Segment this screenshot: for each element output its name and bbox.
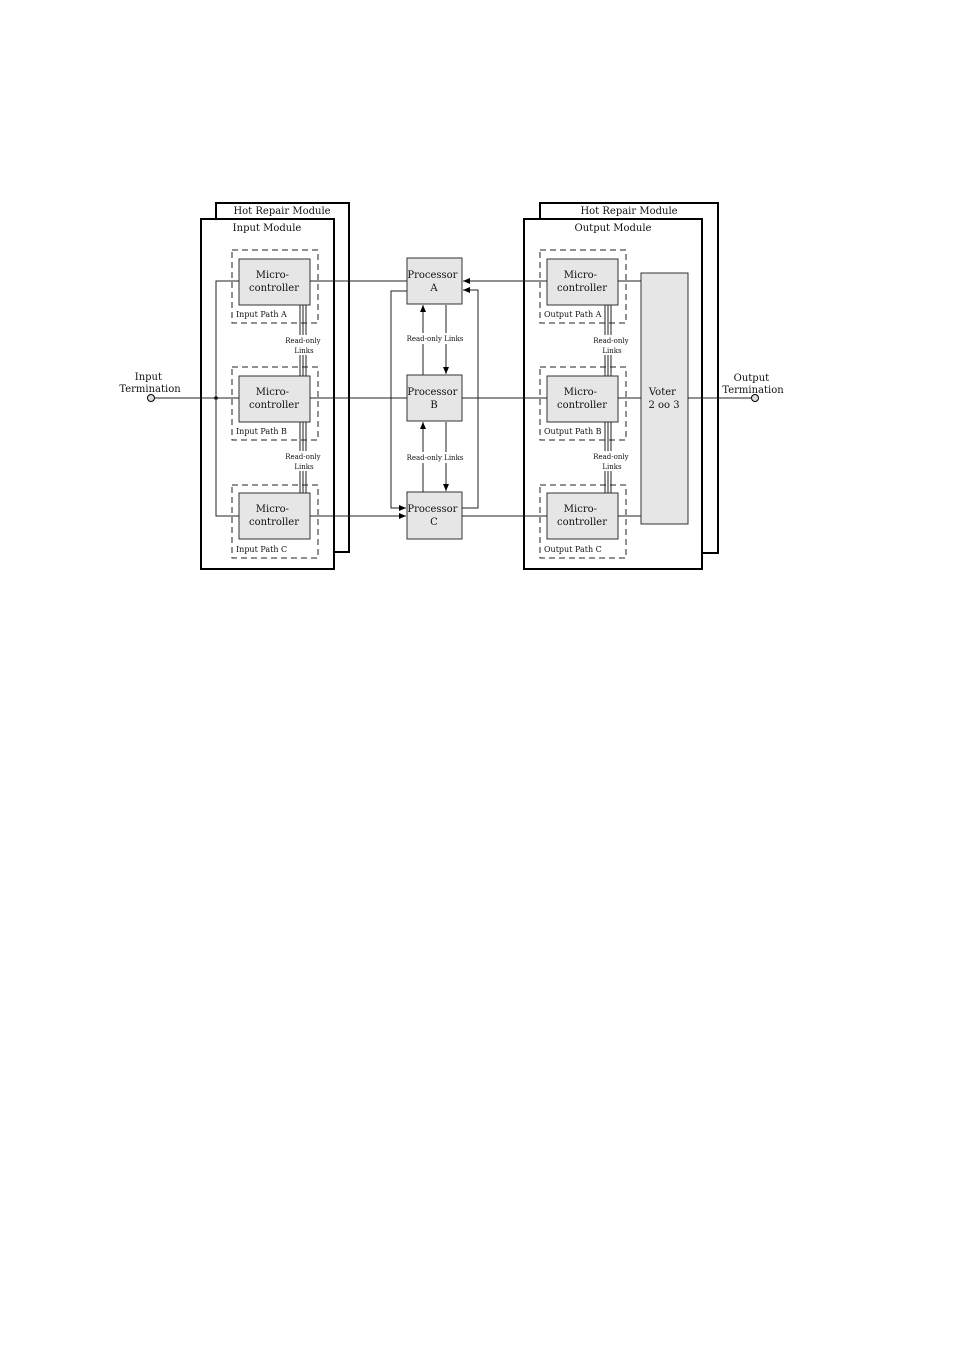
input-mc-a-text: Micro- controller <box>249 270 299 294</box>
input-microcontroller-c <box>238 492 311 540</box>
proc-links-ab-label: Read-only Links <box>407 335 464 343</box>
input-path-c-boundary <box>231 484 319 559</box>
output-mc-a-text: Micro- controller <box>557 270 607 294</box>
output-path-c-label: Output Path C <box>544 545 602 554</box>
input-path-c-label: Input Path C <box>236 545 287 554</box>
output-links-bc-bg <box>595 451 629 471</box>
voter-2oo3 <box>640 272 689 525</box>
output-path-a-boundary <box>539 249 627 324</box>
processor-a-label: Processor A <box>407 270 460 294</box>
input-links-ab-bg <box>288 335 322 355</box>
wire-loop-c-to-a <box>462 287 479 509</box>
input-links-bc-bg <box>288 451 322 471</box>
processor-b-label: Processor B <box>407 387 460 411</box>
output-links-bc-label: Read-only Links <box>593 453 631 471</box>
proc-links-ab-bg <box>405 333 465 344</box>
processor-a <box>406 257 463 305</box>
output-microcontroller-c <box>546 492 619 540</box>
input-links-bc-label: Read-only Links <box>285 453 323 471</box>
input-hot-repair-label: Hot Repair Module <box>233 206 330 217</box>
output-path-b-boundary <box>539 366 627 441</box>
voter-label: Voter 2 oo 3 <box>648 387 680 411</box>
proc-links-bc-label: Read-only Links <box>407 454 464 462</box>
output-hot-repair-label: Hot Repair Module <box>580 206 677 217</box>
output-links-ab-label: Read-only Links <box>593 337 631 355</box>
output-termination-connector <box>751 394 759 402</box>
output-microcontroller-b <box>546 375 619 423</box>
output-module-label: Output Module <box>575 223 652 234</box>
proc-links-bc-bg <box>405 452 465 463</box>
input-path-b-boundary <box>231 366 319 441</box>
output-mc-c-text: Micro- controller <box>557 504 607 528</box>
input-path-a-label: Input Path A <box>236 310 287 319</box>
input-mc-b-text: Micro- controller <box>249 387 299 411</box>
input-termination-connector <box>147 394 155 402</box>
output-mc-b-text: Micro- controller <box>557 387 607 411</box>
input-path-b-label: Input Path B <box>236 427 287 436</box>
processor-c <box>406 491 463 540</box>
input-microcontroller-b <box>238 375 311 423</box>
output-microcontroller-a <box>546 258 619 306</box>
output-links-ab-bg <box>595 335 629 355</box>
output-termination-label: Output Termination <box>722 373 784 396</box>
input-path-a-boundary <box>231 249 319 324</box>
output-path-b-label: Output Path B <box>544 427 602 436</box>
input-microcontroller-a <box>238 258 311 306</box>
processor-c-label: Processor C <box>407 504 460 528</box>
processor-b <box>406 374 463 422</box>
wire-loop-a-to-c <box>390 290 407 511</box>
input-mc-c-text: Micro- controller <box>249 504 299 528</box>
input-module-label: Input Module <box>233 223 302 234</box>
input-termination-label: Input Termination <box>119 372 181 395</box>
output-path-a-label: Output Path A <box>544 310 602 319</box>
input-fanout-bus <box>215 280 239 517</box>
input-links-ab-label: Read-only Links <box>285 337 323 355</box>
output-path-c-boundary <box>539 484 627 559</box>
